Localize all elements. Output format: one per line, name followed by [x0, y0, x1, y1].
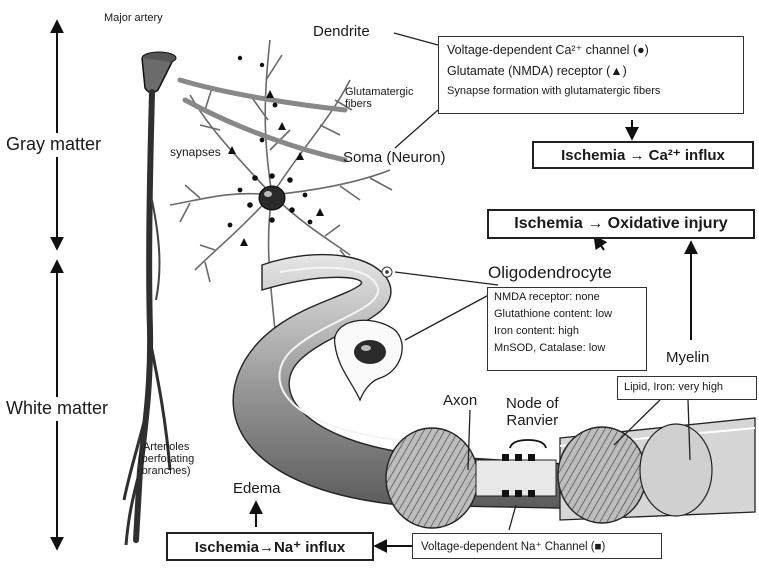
- axon-cross-sections: [386, 424, 712, 528]
- neuron-property-nmda: Glutamate (NMDA) receptor (▲): [447, 64, 735, 78]
- synapses-label: synapses: [170, 146, 221, 159]
- soma-label: Soma (Neuron): [343, 150, 446, 167]
- na-influx-box: Ischemia→Na⁺ influx: [166, 532, 374, 561]
- glutamatergic-fibers-label: Glutamatergic fibers: [345, 86, 413, 110]
- oligo-property-iron: Iron content: high: [494, 325, 640, 337]
- oligo-property-nmda: NMDA receptor: none: [494, 291, 640, 303]
- white-matter-label: White matter: [6, 397, 108, 421]
- oxidative-injury-box: Ischemia → Oxidative injury: [487, 209, 755, 239]
- soma-neuron: [259, 186, 285, 210]
- node-of-ranvier-label: Node of Ranvier: [506, 396, 559, 429]
- edema-label: Edema: [233, 481, 281, 498]
- gray-matter-label: Gray matter: [6, 133, 101, 157]
- oligo-property-antioxidant: MnSOD, Catalase: low: [494, 342, 640, 354]
- neuron-property-ca-channel: Voltage-dependent Ca²⁺ channel (●): [447, 42, 735, 57]
- arterioles-label: Arterioles (perforating branches): [138, 441, 194, 477]
- dendrite-label: Dendrite: [313, 24, 370, 41]
- myelin-label: Myelin: [666, 350, 709, 367]
- ca-influx-box: Ischemia → Ca²⁺ influx: [532, 141, 754, 169]
- neuron-properties-box: Voltage-dependent Ca²⁺ channel (●) Gluta…: [438, 36, 744, 114]
- major-artery-label: Major artery: [104, 12, 163, 24]
- myelin-properties-box: Lipid, Iron: very high: [617, 376, 757, 400]
- oligo-property-glutathione: Glutathione content: low: [494, 308, 640, 320]
- node-bracket: [510, 440, 546, 448]
- axon-label: Axon: [443, 393, 477, 410]
- oligodendrocyte-properties-box: NMDA receptor: none Glutathione content:…: [487, 287, 647, 371]
- neuron-property-synapse: Synapse formation with glutamatergic fib…: [447, 85, 735, 97]
- oligodendrocyte-label: Oligodendrocyte: [488, 264, 612, 283]
- sodium-channel-box: Voltage-dependent Na⁺ Channel (■): [412, 533, 662, 559]
